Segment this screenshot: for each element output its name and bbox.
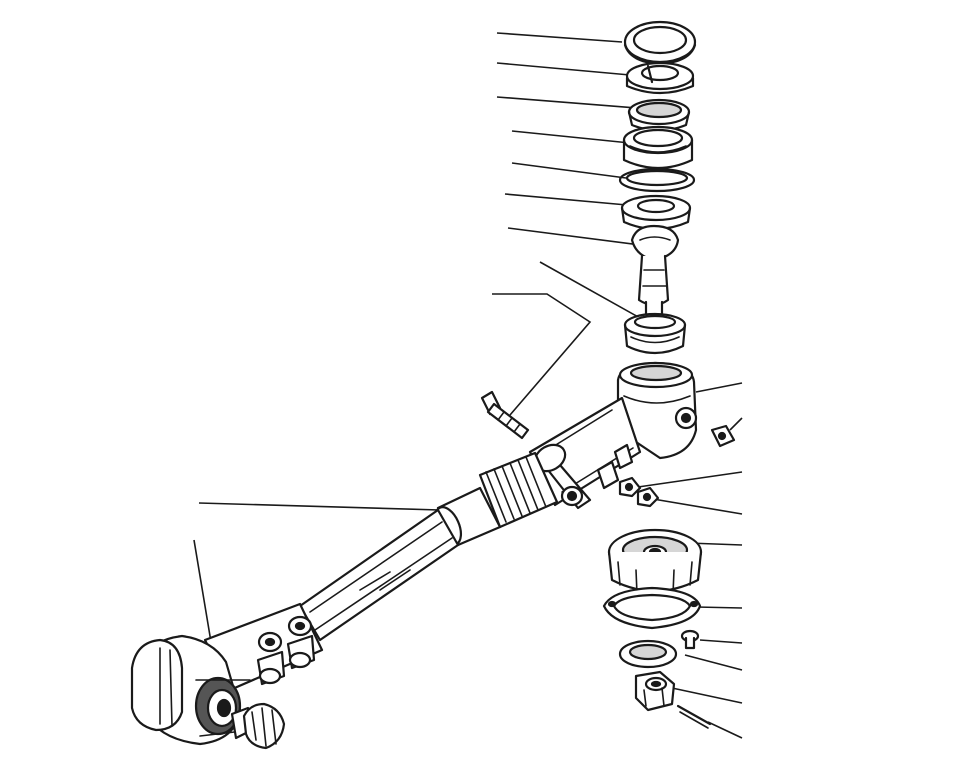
bearing-housing [622,125,694,170]
leader-line-02 [496,62,631,76]
upper-bearing-cup [627,98,691,132]
top-stack-parts [618,20,697,355]
leader-line-17 [684,654,743,671]
seal-ring [618,639,678,669]
bellows-boot [478,451,559,529]
cover-screw [680,629,700,650]
lower-seat [620,194,692,231]
leader-line-03 [496,96,638,109]
leader-line-12 [637,471,743,488]
clamp-bolt-right [286,615,316,670]
loose-small-parts [480,390,736,508]
main-housing-end [616,361,698,460]
castle-nut-bottom [634,670,676,712]
long-bolt [480,390,530,440]
cover-gasket [602,586,702,630]
o-ring [618,167,696,193]
leader-line-18 [671,687,743,704]
leader-line-04 [511,130,631,144]
leader-line-13 [652,498,743,515]
leader-line-11 [729,417,743,431]
leader-line-15 [695,606,743,609]
cover-assembly [602,528,712,729]
end-drum-housing [130,634,253,746]
socket-ring [623,312,687,355]
leader-line-16 [699,639,743,644]
flat-washer [636,486,660,508]
ball-stud [630,224,680,325]
leader-line-09 [492,293,592,416]
leader-line-20 [198,502,441,511]
castle-nut-left [230,702,286,750]
leader-line-07 [507,227,641,246]
leader-line-01 [496,32,623,43]
spring-washer [625,61,695,95]
clamp-bolt-left [256,631,286,686]
cotter-pin [676,704,712,729]
leader-line-05 [511,162,627,179]
leader-line-10 [695,382,743,393]
leader-line-19 [707,721,743,739]
dust-cover-ring [623,20,697,66]
retaining-clip [710,424,736,448]
leader-line-06 [504,193,628,206]
cover-cap [607,528,703,595]
hex-nut [618,476,642,498]
leader-line-21 [193,539,213,649]
tie-rod-tube [298,396,642,642]
leader-line-08 [539,261,641,319]
left-end-assembly [130,602,324,750]
